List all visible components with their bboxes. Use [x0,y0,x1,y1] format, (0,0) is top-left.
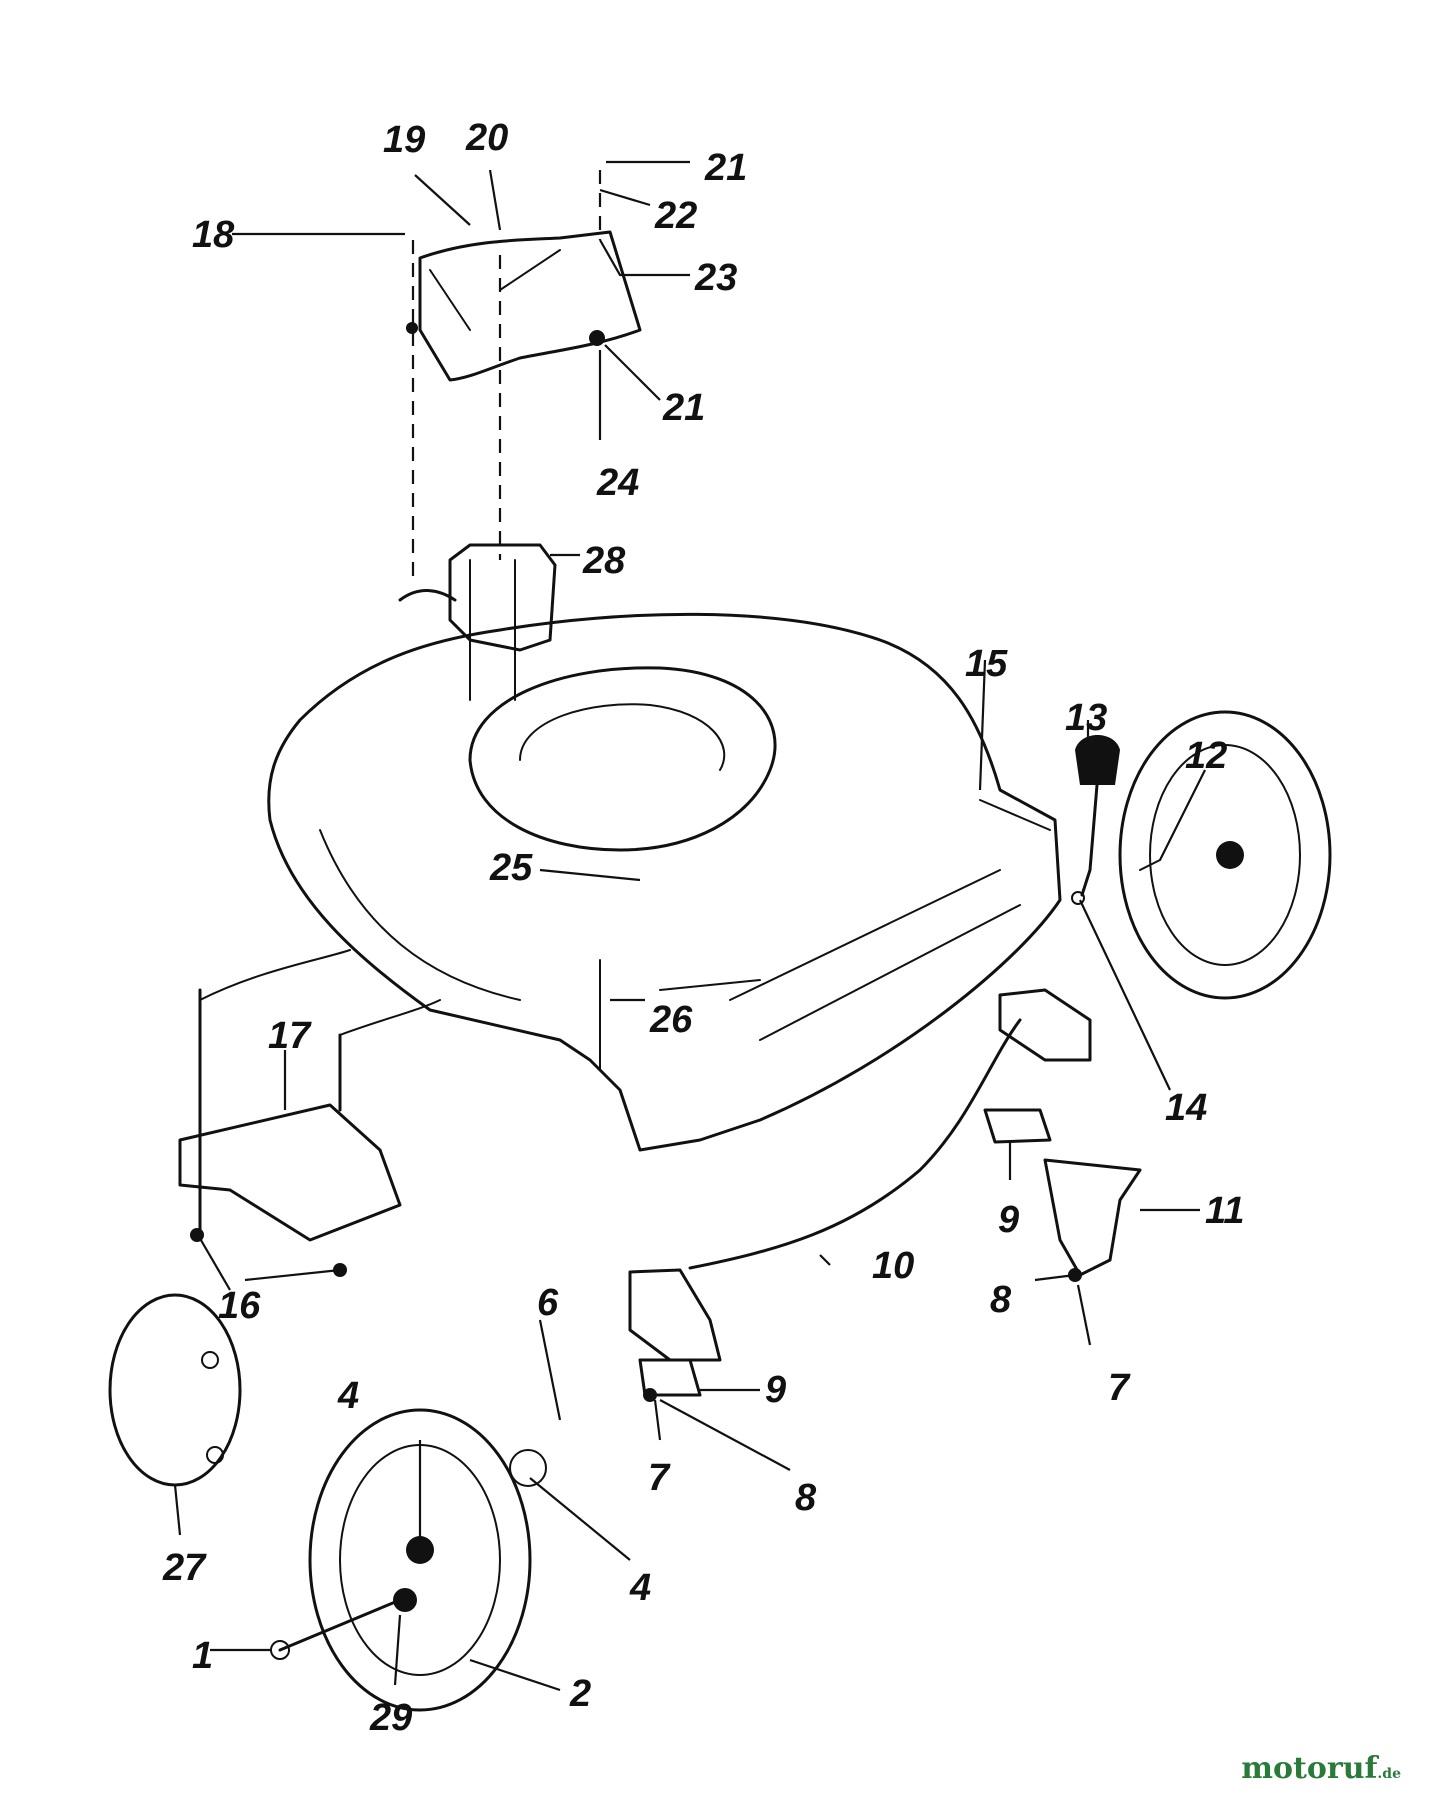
rear-wheel-part [1118,710,1332,1000]
callout-9-left: 9 [765,1369,786,1411]
callout-13: 13 [1065,697,1107,739]
callout-4-left: 4 [337,1375,359,1417]
callout-7-left: 7 [648,1457,671,1499]
leader-lines [173,160,1206,1692]
axle-part [628,988,1092,1362]
callout-14: 14 [1165,1087,1207,1129]
callout-26: 26 [649,999,693,1041]
callout-1: 1 [192,1635,213,1677]
engine-shroud-part [406,230,642,382]
callout-17: 17 [268,1015,312,1057]
callout-8-right: 8 [990,1279,1012,1321]
callout-12: 12 [1185,735,1227,777]
motoruf-watermark-logo: motoruf.de [1241,1751,1401,1786]
callout-21-bottom: 21 [662,387,705,429]
mower-deck-part [267,612,1062,1152]
callout-2: 2 [569,1673,591,1715]
callout-23: 23 [694,257,737,299]
rear-flap-part [178,949,441,1277]
callout-18: 18 [192,214,235,256]
front-wheel-part [270,1408,547,1712]
callout-20: 20 [465,117,508,159]
callout-27: 27 [162,1547,207,1589]
callout-25: 25 [489,847,533,889]
callout-24: 24 [596,462,639,504]
callout-19: 19 [383,119,425,161]
callout-28: 28 [582,540,626,582]
callout-10: 10 [872,1245,914,1287]
callout-16: 16 [218,1285,261,1327]
engine-mount-part [398,543,557,701]
callout-22: 22 [654,195,697,237]
callout-15: 15 [965,643,1008,685]
callout-6: 6 [537,1282,559,1324]
callout-4-right: 4 [629,1567,651,1609]
callout-29: 29 [369,1697,412,1739]
callout-21-top: 21 [704,147,747,189]
height-lever-part [1071,735,1120,905]
callout-7-right: 7 [1108,1367,1131,1409]
bracket-part [638,1108,1142,1402]
callout-labels: 18 19 20 21 22 23 21 24 28 15 13 12 14 2… [162,117,1244,1739]
callout-8-left: 8 [795,1477,817,1519]
callout-11: 11 [1205,1190,1244,1232]
callout-9-right: 9 [998,1199,1019,1241]
